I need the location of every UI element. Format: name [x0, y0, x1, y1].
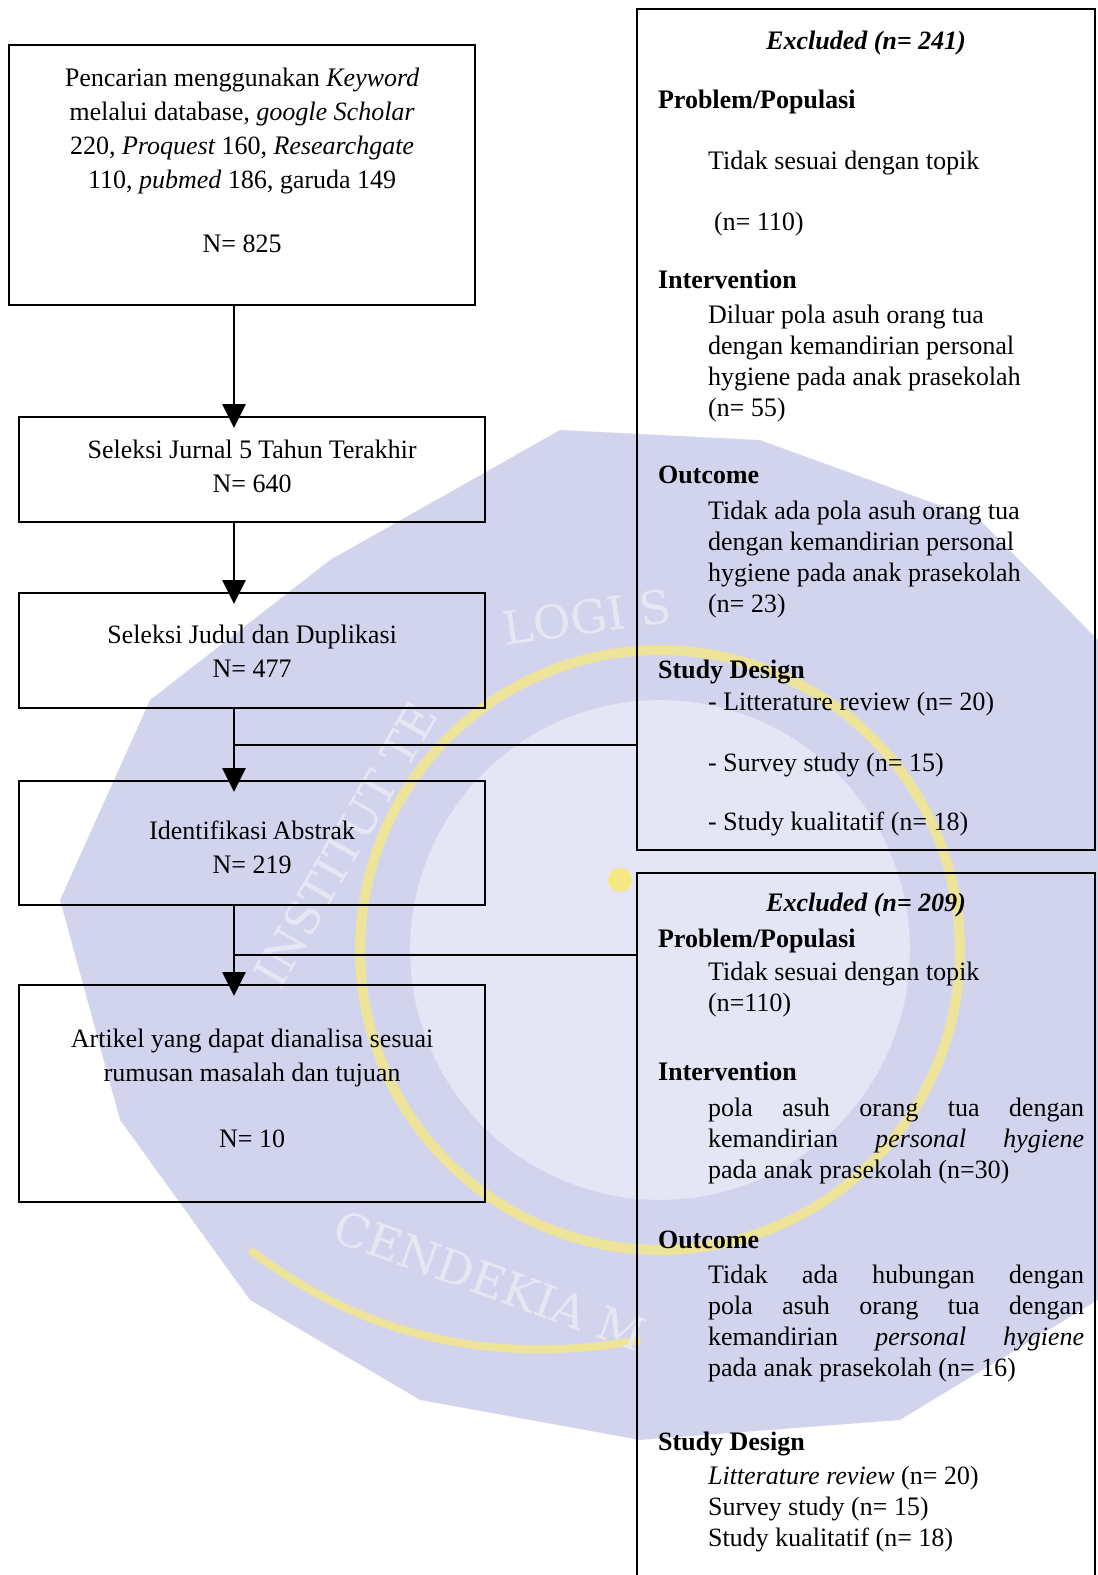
excluded-2-design-header: Study Design	[658, 1427, 805, 1456]
excluded-1-intervention-header: Intervention	[658, 265, 797, 294]
year-selection-title: Seleksi Jurnal 5 Tahun Terakhir	[87, 435, 417, 464]
abstract-count: N= 219	[212, 850, 292, 879]
final-line-1: Artikel yang dapat dianalisa sesuai	[70, 1024, 434, 1053]
title-selection-count: N= 477	[212, 654, 292, 683]
excluded-1-problem-n: (n= 110)	[714, 207, 804, 236]
watermark-inner-circle	[410, 700, 910, 1200]
excluded-1-outcome-text: Tidak ada pola asuh orang tua dengan kem…	[708, 496, 1021, 618]
excluded-1-design-header: Study Design	[658, 655, 805, 684]
search-text: Pencarian menggunakan Keyword melalui da…	[10, 61, 474, 261]
excluded-box-2: Excluded (n= 209) Problem/Populasi Tidak…	[636, 872, 1096, 1575]
excluded-1-problem-header: Problem/Populasi	[658, 85, 856, 114]
excluded-1-title: Excluded (n= 241)	[766, 26, 966, 55]
excluded-2-problem-text: Tidak sesuai dengan topik (n=110)	[708, 957, 980, 1017]
excluded-2-outcome-text: Tidak ada hubungan dengan pola asuh oran…	[708, 1260, 1085, 1382]
excluded-1-outcome-header: Outcome	[658, 460, 760, 489]
excluded-1-design-item-2: - Survey study (n= 15)	[708, 748, 944, 777]
final-box: Artikel yang dapat dianalisa sesuai rumu…	[18, 984, 486, 1203]
final-line-2: rumusan masalah dan tujuan	[103, 1058, 401, 1087]
excluded-2-problem-header: Problem/Populasi	[658, 924, 856, 953]
title-selection-box: Seleksi Judul dan Duplikasi N= 477	[18, 592, 486, 709]
watermark-outer-ring	[355, 645, 965, 1255]
final-count: N= 10	[219, 1124, 285, 1153]
excluded-2-outcome-header: Outcome	[658, 1225, 760, 1254]
excluded-1-problem-text: Tidak sesuai dengan topik	[708, 146, 980, 175]
abstract-title: Identifikasi Abstrak	[149, 816, 355, 845]
excluded-2-intervention-header: Intervention	[658, 1057, 797, 1086]
watermark-ribbon	[247, 1246, 641, 1354]
watermark-dot	[608, 868, 632, 892]
search-box: Pencarian menggunakan Keyword melalui da…	[8, 44, 476, 306]
title-selection-title: Seleksi Judul dan Duplikasi	[107, 620, 397, 649]
excluded-1-design-item-3: - Study kualitatif (n= 18)	[708, 807, 969, 836]
year-selection-box: Seleksi Jurnal 5 Tahun Terakhir N= 640	[18, 416, 486, 523]
excluded-1-design-item-1: - Litterature review (n= 20)	[708, 687, 995, 716]
excluded-box-1: Excluded (n= 241) Problem/Populasi Tidak…	[636, 8, 1096, 851]
excluded-2-design-items: Litterature review (n= 20) Survey study …	[708, 1461, 979, 1552]
excluded-2-title: Excluded (n= 209)	[766, 888, 966, 917]
year-selection-count: N= 640	[212, 469, 292, 498]
excluded-2-intervention-text: pola asuh orang tua dengan kemandirian p…	[708, 1093, 1085, 1184]
abstract-box: Identifikasi Abstrak N= 219	[18, 780, 486, 906]
excluded-1-intervention-text: Diluar pola asuh orang tua dengan kemand…	[708, 300, 1021, 422]
search-count: N= 825	[202, 229, 282, 258]
